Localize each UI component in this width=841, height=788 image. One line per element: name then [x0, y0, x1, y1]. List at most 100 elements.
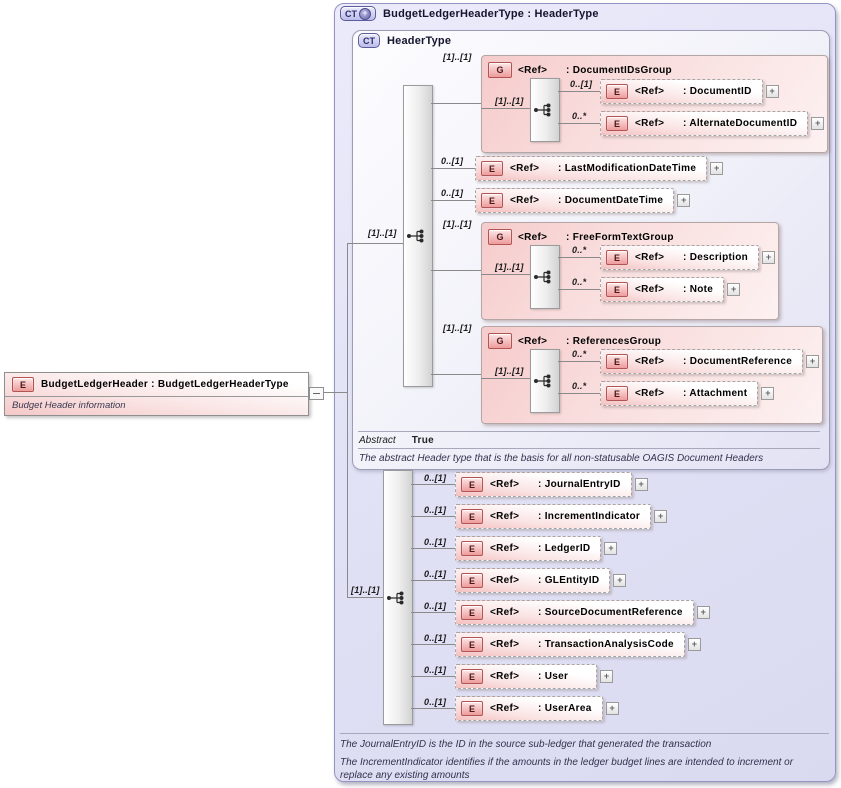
- element-icon: E: [461, 541, 483, 556]
- cardinality-label: 0..[1]: [424, 665, 447, 675]
- container-titlebar: CT+ BudgetLedgerHeaderType : HeaderType: [340, 6, 599, 21]
- element-ref: <Ref>: [635, 118, 665, 129]
- element-journalentryid[interactable]: E <Ref> : JournalEntryID: [455, 472, 632, 497]
- element-budgetledgerheader[interactable]: E BudgetLedgerHeader : BudgetLedgerHeade…: [4, 372, 309, 416]
- expand-icon[interactable]: +: [605, 702, 619, 715]
- element-ref: <Ref>: [490, 639, 520, 650]
- expand-icon[interactable]: +: [762, 251, 776, 264]
- expand-icon[interactable]: +: [604, 542, 618, 555]
- expand-icon[interactable]: +: [613, 574, 627, 587]
- connector-line: [558, 289, 600, 290]
- element-row: E <Ref> : DocumentID +: [600, 79, 779, 104]
- sequence-bar: [530, 245, 560, 309]
- expand-icon[interactable]: +: [806, 355, 820, 368]
- element-ref: <Ref>: [490, 671, 520, 682]
- element-note[interactable]: E <Ref> : Note: [600, 277, 725, 302]
- element-ref: <Ref>: [490, 511, 520, 522]
- connector-line: [481, 108, 530, 109]
- collapse-icon[interactable]: [309, 387, 324, 400]
- group-ref: <Ref>: [518, 335, 548, 347]
- element-description[interactable]: E <Ref> : Description: [600, 245, 760, 270]
- connector-line: [411, 676, 455, 677]
- element-ref: <Ref>: [635, 86, 665, 97]
- element-documentid[interactable]: E <Ref> : DocumentID: [600, 79, 763, 104]
- element-documentdatetime[interactable]: E <Ref> : DocumentDateTime: [475, 188, 675, 213]
- cardinality-label: 0..[1]: [424, 697, 447, 707]
- element-name: : IncrementIndicator: [538, 511, 641, 522]
- element-ref: <Ref>: [490, 607, 520, 618]
- expand-icon[interactable]: +: [634, 478, 648, 491]
- sequence-icon: [387, 591, 404, 604]
- element-icon: E: [606, 250, 628, 265]
- cardinality-label: 0..*: [572, 111, 587, 121]
- element-user[interactable]: E <Ref> : User: [455, 664, 597, 689]
- element-incrementindicator[interactable]: E <Ref> : IncrementIndicator: [455, 504, 652, 529]
- element-icon: E: [606, 354, 628, 369]
- connector-line: [411, 708, 455, 709]
- element-ref: <Ref>: [635, 388, 665, 399]
- element-alternatedocumentid[interactable]: E <Ref> : AlternateDocumentID: [600, 111, 809, 136]
- expand-icon[interactable]: +: [811, 117, 825, 130]
- header-type-titlebar: CT HeaderType: [358, 33, 451, 48]
- element-row: E <Ref> : GLEntityID +: [455, 568, 627, 593]
- element-sourcedocumentreference[interactable]: E <Ref> : SourceDocumentReference: [455, 600, 694, 625]
- complex-type-icon[interactable]: CT: [358, 33, 380, 48]
- expand-icon[interactable]: +: [765, 85, 779, 98]
- element-name: : User: [538, 671, 569, 682]
- expand-icon[interactable]: +: [600, 670, 613, 683]
- complex-type-letter: CT: [363, 35, 375, 46]
- expand-icon[interactable]: +: [710, 162, 724, 175]
- element-row: E <Ref> : User +: [455, 664, 613, 689]
- expand-icon[interactable]: +: [727, 283, 741, 296]
- expand-icon[interactable]: +: [761, 387, 775, 400]
- element-row: E <Ref> : SourceDocumentReference +: [455, 600, 710, 625]
- cardinality-label: [1]..[1]: [351, 585, 380, 595]
- expand-icon[interactable]: +: [677, 194, 691, 207]
- connector-line: [411, 516, 455, 517]
- element-transactionanalysiscode[interactable]: E <Ref> : TransactionAnalysisCode: [455, 632, 685, 657]
- element-icon: E: [461, 637, 483, 652]
- element-icon: E: [461, 509, 483, 524]
- connector-line: [347, 243, 348, 598]
- root-element-annotation: Budget Header information: [12, 400, 126, 411]
- element-ref: <Ref>: [490, 543, 520, 554]
- element-row: E <Ref> : LastModificationDateTime +: [475, 156, 724, 181]
- connector-line: [411, 484, 455, 485]
- element-row: E <Ref> : AlternateDocumentID +: [600, 111, 825, 136]
- element-name: : DocumentID: [683, 86, 752, 97]
- group-ref: <Ref>: [518, 64, 548, 76]
- element-name: : LastModificationDateTime: [558, 163, 697, 174]
- cardinality-label: 0..[1]: [424, 537, 447, 547]
- group-header: G <Ref> : ReferencesGroup: [488, 333, 661, 349]
- element-name: : Attachment: [683, 388, 748, 399]
- group-header: G <Ref> : DocumentIDsGroup: [488, 62, 672, 78]
- element-attachment[interactable]: E <Ref> : Attachment: [600, 381, 759, 406]
- element-lastmodificationdatetime[interactable]: E <Ref> : LastModificationDateTime: [475, 156, 708, 181]
- element-row: E <Ref> : UserArea +: [455, 696, 619, 721]
- element-icon: E: [606, 282, 628, 297]
- connector-line: [431, 270, 481, 271]
- group-name: : DocumentIDsGroup: [566, 64, 672, 76]
- root-element-title: BudgetLedgerHeader : BudgetLedgerHeaderT…: [41, 379, 289, 390]
- element-documentreference[interactable]: E <Ref> : DocumentReference: [600, 349, 804, 374]
- element-row: E <Ref> : Attachment +: [600, 381, 775, 406]
- element-ref: <Ref>: [490, 703, 520, 714]
- element-icon: E: [461, 477, 483, 492]
- group-ref: <Ref>: [518, 231, 548, 243]
- group-freeformtextgroup[interactable]: G <Ref> : FreeFormTextGroup: [481, 222, 779, 320]
- element-glentityid[interactable]: E <Ref> : GLEntityID: [455, 568, 611, 593]
- expand-icon[interactable]: +: [687, 638, 701, 651]
- element-userarea[interactable]: E <Ref> : UserArea: [455, 696, 603, 721]
- expand-icon[interactable]: +: [654, 510, 668, 523]
- element-name: : AlternateDocumentID: [683, 118, 798, 129]
- complex-type-plus-icon[interactable]: CT+: [340, 6, 376, 21]
- element-name: : DocumentReference: [683, 356, 793, 367]
- sequence-icon: [534, 270, 551, 284]
- expand-icon[interactable]: +: [696, 606, 710, 619]
- element-ledgerid[interactable]: E <Ref> : LedgerID: [455, 536, 602, 561]
- cardinality-label: 0..*: [572, 245, 587, 255]
- group-icon: G: [488, 62, 512, 78]
- sequence-icon: [534, 103, 551, 117]
- group-name: : FreeFormTextGroup: [566, 231, 674, 243]
- connector-line: [411, 548, 455, 549]
